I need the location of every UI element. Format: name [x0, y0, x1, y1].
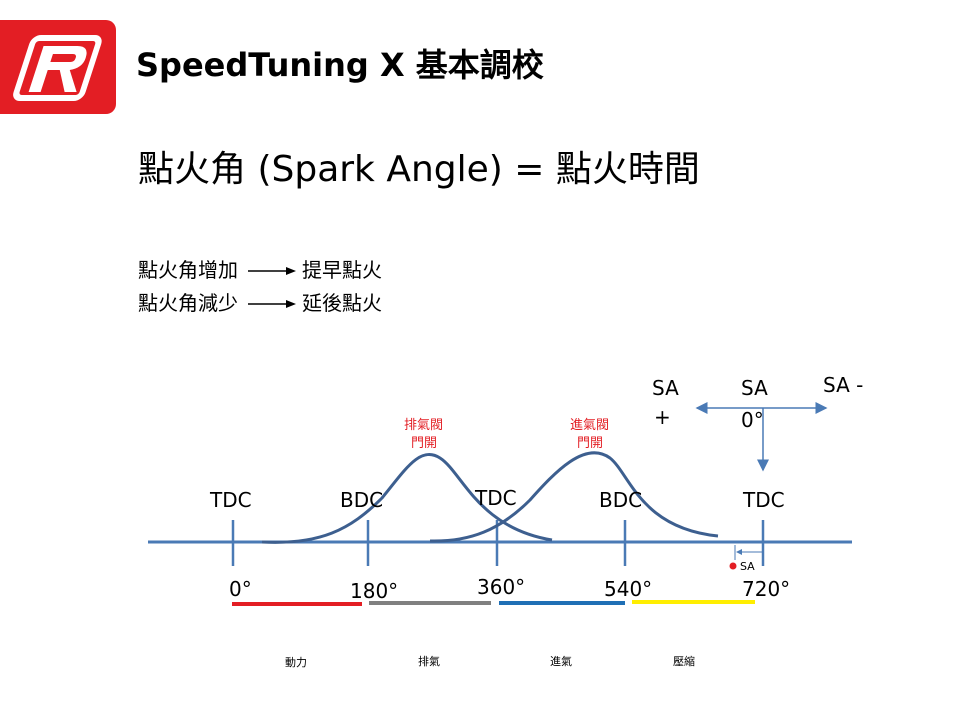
angle-label: 360°	[477, 575, 525, 599]
sa-minus-label: SA -	[823, 373, 863, 397]
arrow-right-icon	[248, 256, 296, 284]
stroke-label: 壓縮	[673, 654, 695, 668]
sa-plus-label: SA +	[652, 376, 685, 429]
arrow-right-icon	[248, 289, 296, 317]
angle-label: 180°	[350, 579, 398, 603]
sa-zero-label: SA 0°	[741, 376, 774, 432]
rule-left-text: 點火角減少	[138, 291, 238, 315]
r-logo-icon	[13, 35, 102, 101]
angle-label: 540°	[604, 577, 652, 601]
stroke-label: 進氣	[550, 654, 572, 668]
rule-right-text: 延後點火	[302, 291, 382, 315]
rule-advance: 點火角增加 提早點火	[138, 256, 382, 284]
point-label: BDC	[599, 488, 642, 512]
point-label: TDC	[209, 488, 252, 512]
point-label: TDC	[474, 486, 517, 510]
exhaust-valve-label: 排氣閥 門開	[404, 418, 447, 451]
angle-label: 720°	[742, 577, 790, 601]
intake-valve-curve	[429, 451, 719, 543]
exhaust-valve-curve	[261, 452, 553, 544]
angle-label: 0°	[229, 577, 252, 601]
slide-heading: 點火角 (Spark Angle) = 點火時間	[138, 149, 700, 190]
stroke-label: 動力	[285, 655, 307, 669]
brand-title: SpeedTuning X 基本調校	[136, 46, 544, 84]
rule-left-text: 點火角增加	[138, 258, 238, 282]
point-label: BDC	[340, 488, 383, 512]
point-label: TDC	[742, 488, 785, 512]
sa-small-label: SA	[740, 560, 755, 573]
rule-retard: 點火角減少 延後點火	[138, 289, 382, 317]
brand-logo	[0, 20, 116, 114]
spark-dot-icon	[729, 562, 737, 570]
stroke-label: 排氣	[418, 654, 440, 668]
intake-valve-label: 進氣閥 門開	[570, 418, 613, 451]
rule-right-text: 提早點火	[302, 258, 382, 282]
